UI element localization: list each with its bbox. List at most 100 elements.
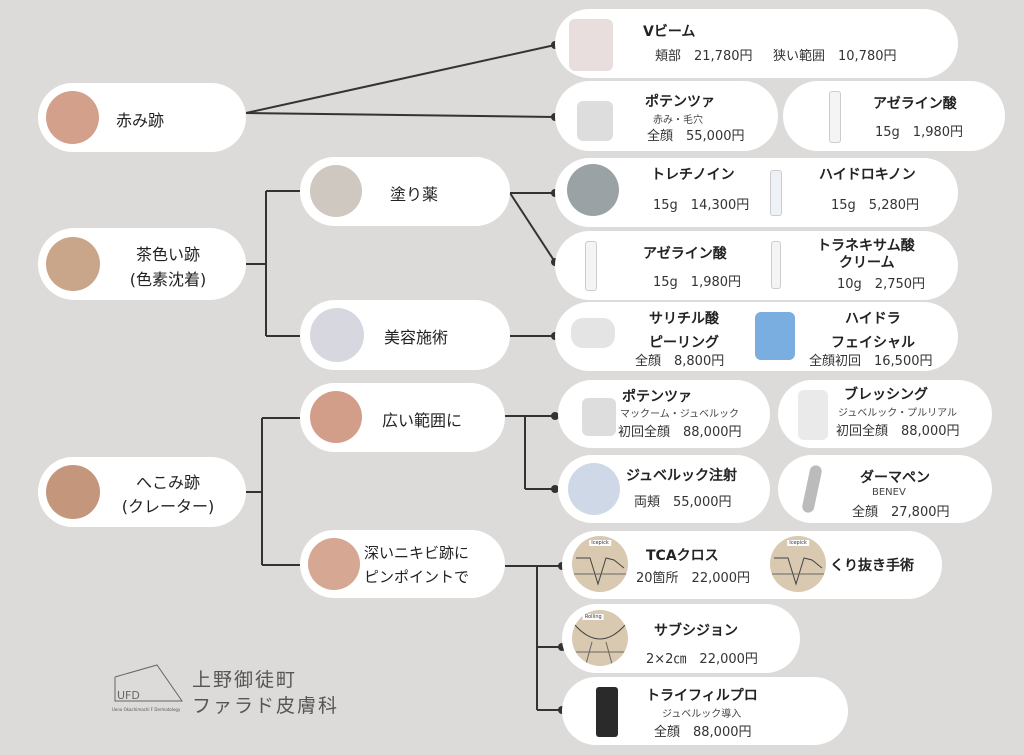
product-price: 狭い範囲 10,780円 (773, 49, 897, 64)
product-price: 頬部 21,780円 (655, 49, 753, 64)
tube-image (771, 241, 781, 289)
card-potenza-crater: ポテンツァ マックーム・ジュベルック 初回全顔 88,000円 (558, 380, 770, 448)
product-name: サリチル酸 (649, 311, 719, 327)
product-name: ジュベルック注射 (626, 468, 738, 484)
category-label: 赤み跡 (116, 111, 165, 130)
product-name: トライフィルプロ (646, 688, 758, 704)
category-label: 茶色い跡 (135, 245, 200, 264)
logo-tagline: Ueno Okachimachi F Dermatology (112, 707, 181, 712)
product-name: ポテンツァ (622, 389, 692, 405)
tube-image (770, 170, 782, 216)
tube-image (585, 241, 597, 291)
sub-label: 広い範囲に (382, 411, 463, 430)
product-name: トラネキサム酸 (817, 238, 915, 254)
skin-brown-image (46, 237, 100, 291)
product-name: ダーマペン (860, 470, 930, 486)
logo-line-1: 上野御徒町 (192, 669, 298, 691)
sub-topical: 塗り薬 (300, 157, 510, 226)
product-name: TCAクロス (646, 548, 719, 564)
product-price: 15g 5,280円 (831, 198, 920, 213)
product-name: アゼライン酸 (873, 96, 957, 112)
diagram-label: Rolling (582, 614, 604, 620)
product-name: ポテンツァ (645, 94, 715, 110)
product-note: BENEV (872, 487, 906, 498)
category-label-sub: (色素沈着) (129, 270, 207, 289)
injection-product-image (568, 463, 620, 515)
card-blessing: ブレッシング ジュベルック・プルリアル 初回全顔 88,000円 (778, 380, 992, 448)
category-label-sub: (クレーター) (121, 497, 215, 516)
product-price: 15g 1,980円 (653, 275, 742, 290)
trifill-device-image (596, 687, 618, 737)
product-name-2: クリーム (839, 255, 895, 271)
sub-deep-scars: 深いニキビ跡に ピンポイントで (300, 530, 505, 598)
product-note: マックーム・ジュベルック (620, 409, 739, 420)
product-price: 両頬 55,000円 (634, 495, 732, 510)
vbeam-device-image (569, 19, 613, 71)
sub-wide-area: 広い範囲に (300, 383, 505, 452)
potenza-device-image (577, 101, 613, 141)
sub-label: 塗り薬 (390, 185, 439, 204)
category-label: へこみ跡 (135, 473, 200, 492)
aesthetic-image (310, 308, 364, 362)
product-price: 全顔 8,800円 (635, 354, 725, 369)
product-name-2: フェイシャル (831, 335, 915, 351)
product-price: 15g 1,980円 (875, 125, 964, 140)
card-trifill-pro: トライフィルプロ ジュベルック導入 全顔 88,000円 (562, 677, 848, 745)
category-redness: 赤み跡 (38, 83, 246, 152)
category-depressed-scars: へこみ跡 (クレーター) (38, 457, 246, 527)
product-note: 赤み・毛穴 (653, 115, 703, 126)
product-note: ジュベルック導入 (662, 709, 742, 720)
product-price: 初回全顔 88,000円 (836, 424, 960, 439)
skin-crater-image (46, 465, 100, 519)
jar-image (571, 318, 615, 348)
blessing-device-image (798, 390, 828, 440)
skin-redness-image (46, 91, 99, 144)
product-name: ハイドラ (845, 311, 901, 327)
card-tca-cross-punch: Icepick TCAクロス 20箇所 22,000円 Icepick くり抜き… (562, 531, 942, 599)
product-name: ブレッシング (844, 387, 928, 403)
icepick-scar-diagram: Icepick (572, 536, 628, 592)
diagram-label: Icepick (787, 540, 809, 546)
sub-label: 深いニキビ跡に (364, 544, 470, 562)
card-subcision: Rolling サブシジョン 2×2㎝ 22,000円 (562, 604, 800, 673)
category-brown-marks: 茶色い跡 (色素沈着) (38, 228, 246, 300)
logo-line-2: ファラド皮膚科 (192, 695, 340, 717)
product-price: 2×2㎝ 22,000円 (646, 652, 758, 667)
topical-image (310, 165, 362, 217)
product-name: サブシジョン (654, 623, 738, 639)
logo-mark-icon: UFD (114, 664, 183, 702)
svg-text:UFD: UFD (117, 689, 140, 702)
sub-aesthetic: 美容施術 (300, 300, 510, 370)
potenza-device-image (582, 398, 616, 436)
rolling-scar-diagram: Rolling (572, 610, 628, 666)
card-tretinoin-hydroquinone: トレチノイン 15g 14,300円 ハイドロキノン 15g 5,280円 (555, 158, 958, 227)
product-price: 20箇所 22,000円 (636, 571, 751, 586)
sub-label: 美容施術 (384, 328, 449, 347)
card-vbeam: Vビーム 頬部 21,780円 狭い範囲 10,780円 (555, 9, 958, 78)
card-potenza-redness: ポテンツァ 赤み・毛穴 全顔 55,000円 (555, 81, 778, 151)
card-jeuveau-injection: ジュベルック注射 両頬 55,000円 (558, 455, 770, 523)
product-price: 全顔 55,000円 (647, 129, 745, 144)
tube-image (829, 91, 841, 143)
product-price: 全顔 88,000円 (654, 725, 752, 740)
product-name: トレチノイン (651, 167, 735, 183)
card-peeling-hydrafacial: サリチル酸 ピーリング 全顔 8,800円 ハイドラ フェイシャル 全顔初回 1… (555, 302, 958, 371)
card-dermapen: ダーマペン BENEV 全顔 27,800円 (778, 455, 992, 523)
diagram-label: Icepick (589, 540, 611, 546)
clinic-logo: UFD 上野御徒町 ファラド皮膚科 Ueno Okachimachi F Der… (112, 663, 337, 717)
product-price: 初回全顔 88,000円 (618, 425, 742, 440)
product-name-2: ピーリング (649, 335, 719, 351)
product-name: アゼライン酸 (643, 246, 727, 262)
card-azelaic-acid: アゼライン酸 15g 1,980円 (783, 81, 1005, 151)
hydrafacial-device-image (755, 312, 795, 360)
product-price: 15g 14,300円 (653, 198, 750, 213)
wide-area-image (310, 391, 362, 443)
icepick-scar-diagram: Icepick (770, 536, 826, 592)
product-name: Vビーム (643, 24, 696, 40)
product-note: ジュベルック・プルリアル (838, 408, 957, 419)
product-price: 全顔 27,800円 (852, 505, 950, 520)
sub-label-2: ピンポイントで (364, 568, 470, 586)
product-name: くり抜き手術 (830, 558, 914, 574)
card-azelaic-tranexamic: アゼライン酸 15g 1,980円 トラネキサム酸 クリーム 10g 2,750… (555, 231, 958, 300)
product-price: 10g 2,750円 (837, 277, 926, 292)
